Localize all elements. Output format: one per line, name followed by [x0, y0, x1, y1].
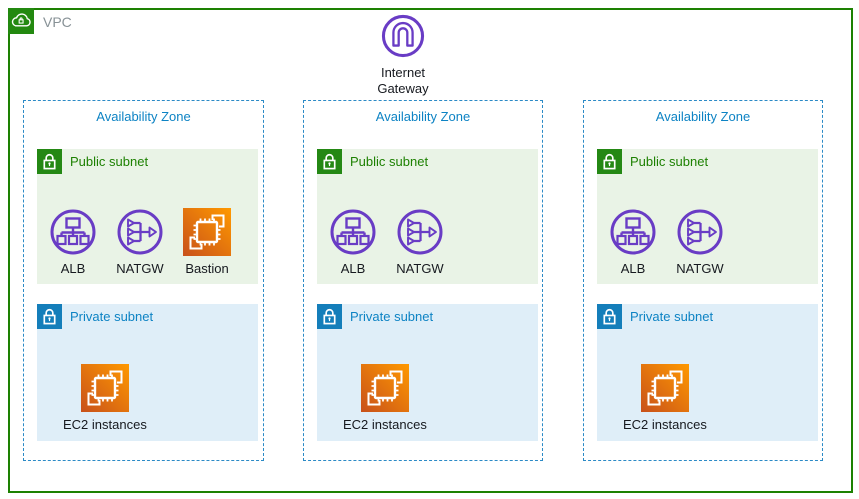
service-label: NATGW	[116, 261, 164, 276]
natgw-icon	[676, 208, 724, 256]
vpc-cloud-icon	[8, 8, 34, 34]
service-label: NATGW	[676, 261, 724, 276]
service-node-natgw[interactable]: NATGW	[676, 208, 724, 276]
alb-icon	[329, 208, 377, 256]
service-node-alb[interactable]: ALB	[49, 208, 97, 276]
public-subnet-services: ALB NATGW	[609, 208, 724, 276]
private-subnet-services: EC2 instances	[63, 364, 147, 432]
private-subnet-lock-icon	[317, 304, 342, 329]
private-subnet-label: Private subnet	[630, 309, 714, 324]
public-subnet: Public subnet ALB NATGW Bastion	[37, 149, 258, 284]
private-subnet-lock-icon	[597, 304, 622, 329]
service-node-bastion[interactable]: Bastion	[183, 208, 231, 276]
private-subnet-label: Private subnet	[350, 309, 434, 324]
public-subnet: Public subnet ALB NATGW	[317, 149, 538, 284]
service-label: ALB	[620, 261, 646, 276]
service-node-ec2-instances[interactable]: EC2 instances	[623, 364, 707, 432]
public-subnet-label: Public subnet	[630, 154, 709, 169]
internet-gateway-node[interactable]: Internet Gateway	[353, 13, 453, 97]
private-subnet: Private subnet EC2 instances	[317, 304, 538, 441]
service-label: ALB	[340, 261, 366, 276]
public-subnet-services: ALB NATGW	[329, 208, 444, 276]
availability-zone-2: Availability Zone Public subnet ALB NATGW…	[303, 100, 543, 461]
availability-zone-label: Availability Zone	[655, 109, 751, 124]
vpc-label: VPC	[43, 14, 72, 30]
public-subnet-label: Public subnet	[70, 154, 149, 169]
public-subnet-lock-icon	[37, 149, 62, 174]
public-subnet-lock-icon	[597, 149, 622, 174]
alb-icon	[609, 208, 657, 256]
private-subnet: Private subnet EC2 instances	[597, 304, 818, 441]
public-subnet-services: ALB NATGW Bastion	[49, 208, 231, 276]
internet-gateway-label: Internet Gateway	[377, 65, 429, 96]
private-subnet: Private subnet EC2 instances	[37, 304, 258, 441]
service-node-natgw[interactable]: NATGW	[116, 208, 164, 276]
private-subnet-services: EC2 instances	[623, 364, 707, 432]
service-node-alb[interactable]: ALB	[609, 208, 657, 276]
availability-zone-1: Availability Zone Public subnet ALB NATGW…	[23, 100, 264, 461]
ec2-icon	[361, 364, 409, 412]
service-label: NATGW	[396, 261, 444, 276]
service-node-natgw[interactable]: NATGW	[396, 208, 444, 276]
ec2-icon	[641, 364, 689, 412]
availability-zone-label: Availability Zone	[96, 109, 191, 124]
service-node-alb[interactable]: ALB	[329, 208, 377, 276]
service-label: ALB	[60, 261, 86, 276]
public-subnet: Public subnet ALB NATGW	[597, 149, 818, 284]
natgw-icon	[116, 208, 164, 256]
private-subnet-lock-icon	[37, 304, 62, 329]
public-subnet-label: Public subnet	[350, 154, 429, 169]
availability-zone-3: Availability Zone Public subnet ALB NATGW…	[583, 100, 823, 461]
service-node-ec2-instances[interactable]: EC2 instances	[63, 364, 147, 432]
service-label: Bastion	[185, 261, 229, 276]
vpc-boundary	[8, 8, 853, 493]
ec2-icon	[81, 364, 129, 412]
internet-gateway-icon	[380, 13, 426, 59]
private-subnet-label: Private subnet	[70, 309, 154, 324]
public-subnet-lock-icon	[317, 149, 342, 174]
private-subnet-services: EC2 instances	[343, 364, 427, 432]
alb-icon	[49, 208, 97, 256]
natgw-icon	[396, 208, 444, 256]
availability-zone-label: Availability Zone	[375, 109, 471, 124]
ec2-icon	[183, 208, 231, 256]
service-label: EC2 instances	[343, 417, 427, 432]
service-node-ec2-instances[interactable]: EC2 instances	[343, 364, 427, 432]
service-label: EC2 instances	[63, 417, 147, 432]
service-label: EC2 instances	[623, 417, 707, 432]
